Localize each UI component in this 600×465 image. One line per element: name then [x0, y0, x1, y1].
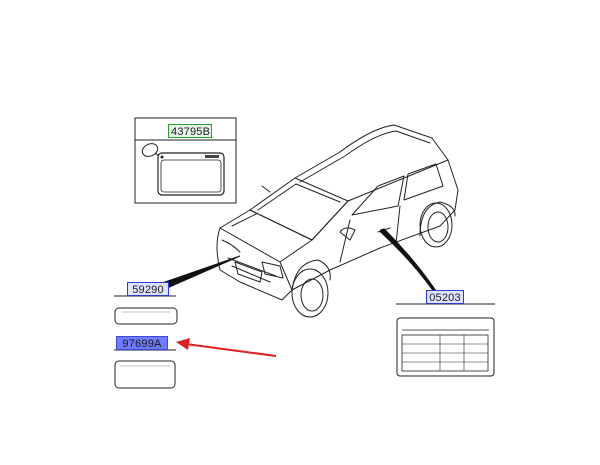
- label-05203-box: [396, 303, 495, 377]
- red-pointer-arrow-icon: [176, 338, 277, 357]
- leader-05203: [380, 228, 436, 290]
- part-label-59290[interactable]: 59290: [127, 282, 169, 296]
- label-59290-drawing: [114, 295, 178, 325]
- part-label-97699A[interactable]: 97699A: [116, 336, 168, 350]
- leader-59290: [161, 255, 241, 290]
- part-label-43795B[interactable]: 43795B: [168, 124, 212, 138]
- label-97699A-drawing: [114, 349, 176, 389]
- part-label-05203[interactable]: 05203: [426, 290, 464, 304]
- car-illustration: [216, 124, 459, 318]
